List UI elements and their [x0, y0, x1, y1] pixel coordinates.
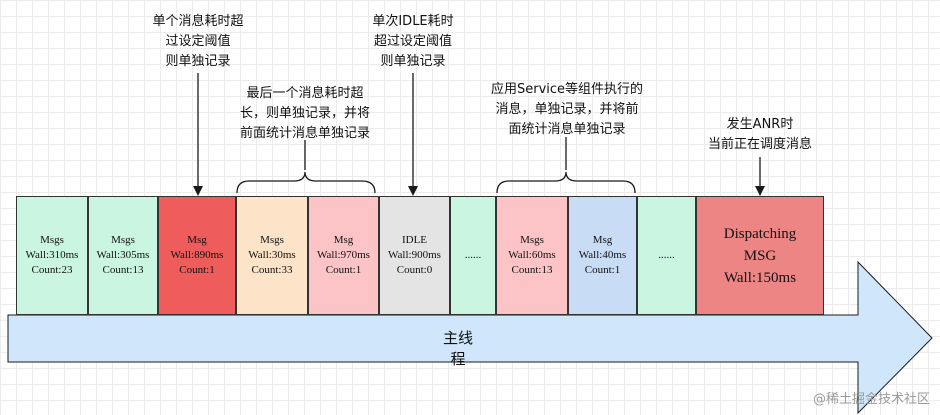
- block-msgs-30: Msgs Wall:30ms Count:33: [236, 196, 308, 315]
- block-ellipsis-1: ......: [450, 196, 496, 315]
- block-line3: Count:33: [251, 264, 293, 276]
- block-line1: Msgs: [260, 234, 284, 246]
- main-thread-arrow-shape: [7, 260, 933, 415]
- block-msg-890: Msg Wall:890ms Count:1: [158, 196, 236, 315]
- block-line3: Count:13: [102, 264, 144, 276]
- annotation-service: 应用Service等组件执行的 消息，单独记录，并将前 面统计消息单独记录: [490, 82, 644, 137]
- block-line2: Wall:310ms: [25, 249, 79, 261]
- block-line3: Count:23: [31, 264, 73, 276]
- block-idle-900: IDLE Wall:900ms Count:0: [379, 196, 450, 315]
- block-msgs-60: Msgs Wall:60ms Count:13: [496, 196, 568, 315]
- block-line3: Count:0: [396, 264, 433, 276]
- arrowhead-single-msg: [193, 186, 203, 196]
- block-line1: Msg: [333, 234, 354, 246]
- block-line2: Wall:900ms: [388, 249, 441, 261]
- block-line1: Dispatching: [723, 225, 797, 242]
- block-line1: Msgs: [520, 234, 544, 246]
- annotation-single-msg: 单个消息耗时超 过设定阈值 则单独记录: [152, 14, 244, 69]
- block-line2: Wall:890ms: [170, 249, 224, 261]
- brace-last-msg: [236, 171, 376, 194]
- block-msg-40: Msg Wall:40ms Count:1: [568, 196, 637, 315]
- block-line3: Count:1: [325, 264, 362, 276]
- block-line2: Wall:305ms: [96, 249, 150, 261]
- brace-service: [496, 171, 636, 194]
- block-line3: Wall:150ms: [723, 269, 797, 286]
- watermark: @稀土掘金技术社区: [812, 392, 930, 407]
- block-line1: IDLE: [401, 234, 428, 246]
- arrowhead-anr: [755, 186, 765, 196]
- block-line1: Msgs: [111, 234, 135, 246]
- block-line2: Wall:30ms: [248, 249, 296, 261]
- block-line3: Count:1: [584, 264, 621, 276]
- block-ellipsis-2: ......: [637, 196, 696, 315]
- block-msgs-305: Msgs Wall:305ms Count:13: [88, 196, 158, 315]
- block-line1: Msg: [592, 234, 613, 246]
- block-line1: Msg: [187, 234, 207, 246]
- block-msgs-310: Msgs Wall:310ms Count:23: [16, 196, 88, 315]
- annotation-last-msg: 最后一个消息耗时超 长，则单独记录，并将 前面统计消息单独记录: [239, 86, 370, 141]
- block-dispatching-msg: Dispatching MSG Wall:150ms: [696, 196, 824, 315]
- block-line1: ......: [464, 249, 482, 261]
- block-line1: Msgs: [40, 234, 64, 246]
- block-line3: Count:1: [179, 264, 215, 276]
- block-line3: Count:13: [511, 264, 553, 276]
- arrowhead-idle: [408, 186, 418, 196]
- block-line2: MSG: [743, 247, 777, 264]
- annotation-anr: 发生ANR时 当前正在调度消息: [707, 117, 812, 152]
- block-line1: ......: [658, 249, 675, 261]
- block-line2: Wall:40ms: [578, 249, 627, 261]
- main-thread-label: 主线程: [442, 329, 473, 368]
- annotation-idle: 单次IDLE耗时 超过设定阈值 则单独记录: [372, 14, 454, 69]
- block-line2: Wall:970ms: [317, 249, 370, 261]
- block-line2: Wall:60ms: [508, 249, 556, 261]
- block-msg-970: Msg Wall:970ms Count:1: [308, 196, 379, 315]
